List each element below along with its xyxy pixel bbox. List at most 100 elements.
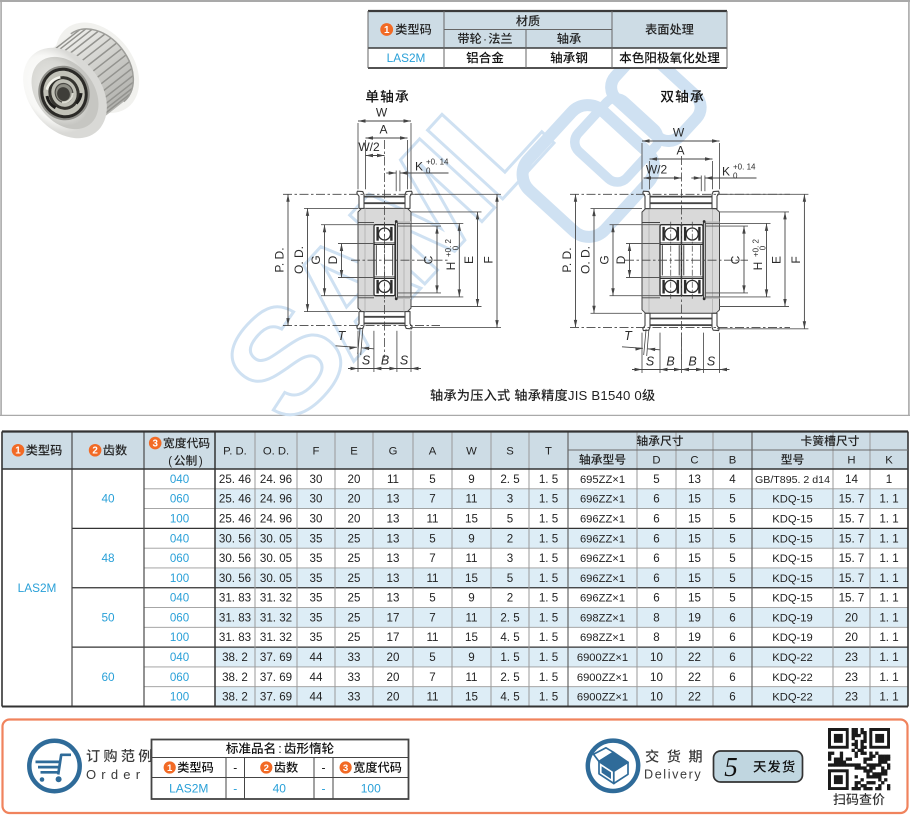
svg-text:35: 35: [310, 592, 323, 605]
svg-text:696ZZ×1: 696ZZ×1: [580, 494, 625, 506]
svg-text:17: 17: [387, 611, 400, 624]
svg-text:5: 5: [429, 651, 435, 664]
svg-text:1. 1: 1. 1: [879, 493, 898, 506]
svg-text:+0. 2: +0. 2: [444, 238, 453, 257]
svg-text:6: 6: [653, 592, 659, 605]
svg-text:A: A: [379, 123, 387, 137]
svg-text:G: G: [309, 255, 323, 264]
svg-text:30. 56: 30. 56: [219, 552, 251, 565]
svg-text:13: 13: [387, 512, 400, 525]
svg-text:-: -: [322, 781, 326, 795]
svg-text:T: T: [545, 445, 552, 457]
svg-text:37. 69: 37. 69: [260, 691, 292, 704]
svg-text:D: D: [652, 455, 660, 467]
svg-text:698ZZ×1: 698ZZ×1: [580, 632, 625, 644]
svg-text:17: 17: [387, 631, 400, 644]
svg-text:24. 96: 24. 96: [260, 512, 292, 525]
svg-text:2. 5: 2. 5: [500, 611, 519, 624]
svg-text:100: 100: [170, 691, 189, 704]
svg-text:38. 2: 38. 2: [222, 671, 248, 684]
svg-text:6: 6: [729, 631, 735, 644]
svg-text:698ZZ×1: 698ZZ×1: [580, 612, 625, 624]
svg-text:1. 1: 1. 1: [879, 512, 898, 525]
svg-text:7: 7: [429, 611, 435, 624]
svg-text:KDQ-19: KDQ-19: [772, 612, 812, 624]
svg-text:LAS2M: LAS2M: [387, 51, 426, 65]
svg-text:50: 50: [101, 610, 115, 624]
svg-text:1. 5: 1. 5: [539, 532, 558, 545]
svg-text:2: 2: [264, 763, 269, 774]
svg-text:B: B: [729, 455, 737, 467]
svg-text:9: 9: [468, 592, 474, 605]
svg-text:1: 1: [384, 25, 390, 36]
svg-text:1. 5: 1. 5: [539, 592, 558, 605]
svg-text:15: 15: [688, 592, 701, 605]
svg-text:15. 7: 15. 7: [839, 592, 865, 605]
svg-text:23: 23: [845, 671, 858, 684]
svg-text:1. 1: 1. 1: [879, 572, 898, 585]
svg-text:KDQ-15: KDQ-15: [772, 593, 812, 605]
svg-text:B: B: [688, 355, 696, 369]
svg-text:25. 46: 25. 46: [219, 473, 251, 486]
svg-text:LAS2M: LAS2M: [169, 781, 208, 795]
svg-text:0: 0: [623, 388, 630, 403]
svg-text:K: K: [885, 455, 893, 467]
svg-text:13: 13: [387, 532, 400, 545]
svg-text:J: J: [568, 388, 575, 403]
svg-text:40: 40: [273, 781, 287, 795]
svg-text:4. 5: 4. 5: [500, 631, 519, 644]
svg-text:696ZZ×1: 696ZZ×1: [580, 573, 625, 585]
svg-text:15: 15: [465, 572, 478, 585]
svg-text:1. 5: 1. 5: [539, 611, 558, 624]
svg-text::: :: [278, 742, 282, 756]
svg-text:KDQ-15: KDQ-15: [772, 533, 812, 545]
svg-text:D: D: [326, 255, 340, 264]
svg-text:33: 33: [348, 691, 361, 704]
svg-text:5: 5: [729, 512, 735, 525]
svg-text:23: 23: [845, 691, 858, 704]
svg-text:38. 2: 38. 2: [222, 651, 248, 664]
svg-text:040: 040: [170, 532, 189, 545]
svg-text:5: 5: [729, 592, 735, 605]
svg-text:38. 2: 38. 2: [222, 691, 248, 704]
svg-text:100: 100: [361, 781, 381, 795]
svg-text:6: 6: [729, 651, 735, 664]
svg-text:2. 5: 2. 5: [500, 671, 519, 684]
svg-text:20: 20: [845, 611, 858, 624]
svg-text:1: 1: [15, 446, 21, 457]
svg-text:7: 7: [429, 671, 435, 684]
svg-text:5: 5: [729, 572, 735, 585]
svg-text:35: 35: [310, 552, 323, 565]
svg-text:31. 83: 31. 83: [219, 611, 251, 624]
svg-text:15. 7: 15. 7: [839, 532, 865, 545]
svg-text:15: 15: [465, 691, 478, 704]
svg-text:15. 7: 15. 7: [839, 512, 865, 525]
svg-text:6900ZZ×1: 6900ZZ×1: [577, 652, 628, 664]
svg-text:6: 6: [729, 671, 735, 684]
svg-text:0: 0: [759, 245, 768, 250]
svg-text:A: A: [676, 144, 684, 158]
svg-text:060: 060: [170, 671, 189, 684]
svg-text:1: 1: [167, 763, 173, 774]
svg-text:E: E: [770, 256, 784, 264]
svg-text:6: 6: [653, 572, 659, 585]
svg-text:C: C: [729, 255, 743, 264]
svg-text:060: 060: [170, 611, 189, 624]
svg-text:25: 25: [348, 532, 361, 545]
svg-text:11: 11: [465, 552, 477, 565]
svg-text:6: 6: [729, 691, 735, 704]
svg-text:24. 96: 24. 96: [260, 493, 292, 506]
svg-text:S: S: [646, 355, 655, 369]
svg-text:48: 48: [101, 551, 115, 565]
svg-text:19: 19: [688, 631, 701, 644]
svg-text:1. 5: 1. 5: [539, 512, 558, 525]
svg-text:25. 46: 25. 46: [219, 493, 251, 506]
svg-text:15. 7: 15. 7: [839, 552, 865, 565]
svg-text:44: 44: [310, 671, 323, 684]
svg-text:E: E: [350, 445, 358, 457]
svg-text:100: 100: [170, 631, 189, 644]
svg-text:5: 5: [429, 473, 435, 486]
svg-text:1. 5: 1. 5: [500, 651, 519, 664]
svg-text:30. 05: 30. 05: [260, 552, 292, 565]
svg-text:15: 15: [688, 572, 701, 585]
